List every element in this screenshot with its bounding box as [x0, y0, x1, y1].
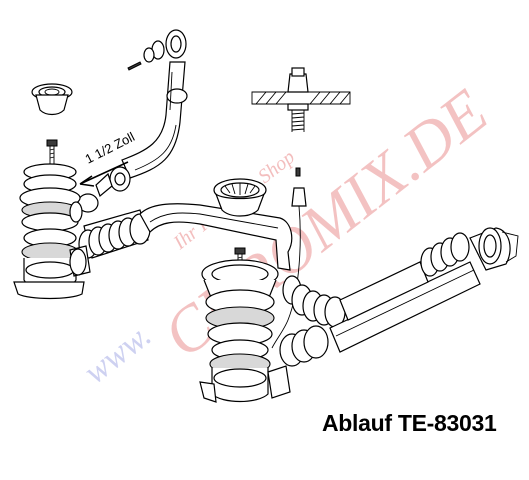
watermark-url: www. — [77, 317, 158, 392]
drawing-title: Ablauf TE-83031 — [322, 410, 497, 436]
overflow-pipe — [77, 29, 188, 213]
left-corrugated-connector — [69, 209, 151, 277]
right-trap-and-outlet — [279, 227, 519, 367]
center-strainer-basket — [213, 178, 267, 272]
center-drain-body — [199, 259, 291, 403]
popup-control-assembly — [251, 67, 351, 349]
left-strainer-basket — [31, 83, 73, 164]
connecting-pipe-upper — [139, 203, 293, 271]
left-drain-body — [13, 163, 85, 300]
direction-arrow-icon — [79, 161, 129, 187]
